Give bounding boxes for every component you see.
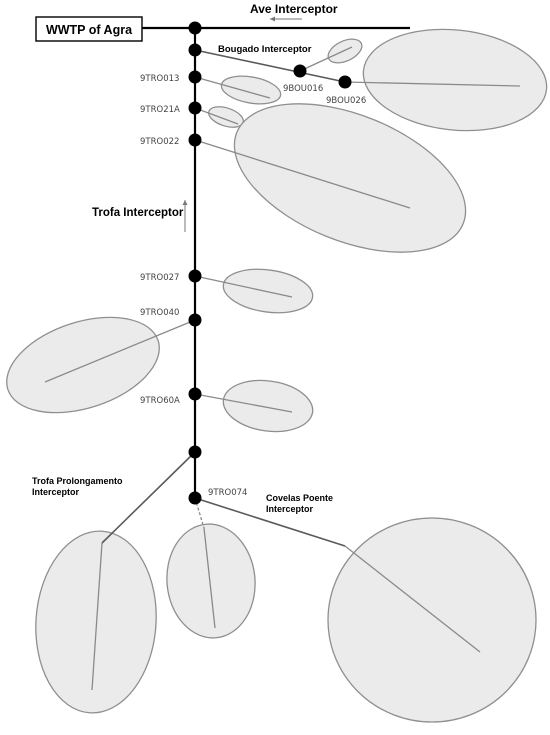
trofa-flow-arrowhead-icon — [182, 200, 188, 205]
ave-flow-arrowhead-icon — [270, 16, 275, 22]
spoke-trofa-prolongamento — [91, 542, 103, 691]
label-9bou026: 9BOU026 — [326, 96, 366, 106]
node-9tro074[interactable] — [188, 491, 202, 505]
spoke-covelas-poente — [344, 545, 481, 653]
label-9tro040: 9TRO040 — [140, 308, 179, 318]
catchment-covelas-poente — [327, 517, 537, 723]
spoke-bougado-large — [344, 81, 521, 87]
node-bougado-start[interactable] — [188, 43, 202, 57]
covelas-poente-label-line2: Interceptor — [266, 504, 314, 514]
node-junction-top[interactable] — [188, 21, 202, 35]
node-9tro022[interactable] — [188, 133, 202, 147]
node-9tro21a[interactable] — [188, 101, 202, 115]
node-9bou026[interactable] — [338, 75, 352, 89]
ave-interceptor-label: Ave Interceptor — [250, 2, 338, 16]
node-9tro013[interactable] — [188, 70, 202, 84]
covelas-poente-label-line1: Covelas Poente — [266, 493, 333, 503]
trofa-prolongamento-label-line1: Trofa Prolongamento — [32, 476, 123, 486]
trofa-interceptor-label: Trofa Interceptor — [92, 207, 184, 219]
catchment-9tro027 — [222, 268, 314, 314]
label-9tro60a: 9TRO60A — [140, 396, 180, 406]
node-9tro040[interactable] — [188, 313, 202, 327]
spoke-9tro027 — [194, 275, 293, 298]
catchment-9tro074-branch — [166, 523, 256, 639]
label-9tro074: 9TRO074 — [208, 488, 247, 498]
catchment-9tro60a — [222, 379, 314, 433]
link-trofa-prolongamento — [101, 451, 196, 544]
catchment-9tro013 — [220, 75, 282, 105]
label-9tro027: 9TRO027 — [140, 273, 179, 283]
catchment-9tro040 — [6, 316, 160, 414]
bougado-interceptor-label: Bougado Interceptor — [218, 44, 312, 55]
spoke-9tro040 — [44, 319, 196, 383]
catchment-9tro022 — [233, 103, 467, 253]
wwtp-box — [35, 16, 143, 42]
catchment-bougado-small — [327, 38, 363, 64]
trofa-prolongamento-label-line2: Interceptor — [32, 487, 80, 497]
link-covelas-poente — [194, 497, 346, 547]
spoke-9tro60a — [194, 393, 293, 413]
wwtp-label: WWTP of Agra — [46, 23, 133, 37]
catchment-bougado-large — [362, 28, 548, 132]
label-9tro013: 9TRO013 — [140, 74, 179, 84]
spoke-bougado-small — [299, 46, 353, 72]
link-bougado — [194, 49, 346, 83]
node-9tro60a[interactable] — [188, 387, 202, 401]
spoke-9tro022 — [194, 139, 411, 209]
label-9bou016: 9BOU016 — [283, 84, 323, 94]
label-9tro21a: 9TRO21A — [140, 105, 180, 115]
node-9bou016[interactable] — [293, 64, 307, 78]
spoke-9tro013 — [194, 76, 271, 99]
node-9tro027[interactable] — [188, 269, 202, 283]
node-junction-lower[interactable] — [188, 445, 202, 459]
label-9tro022: 9TRO022 — [140, 137, 179, 147]
spoke-9tro074-branch — [203, 527, 216, 629]
spoke-9tro21a — [194, 107, 239, 125]
